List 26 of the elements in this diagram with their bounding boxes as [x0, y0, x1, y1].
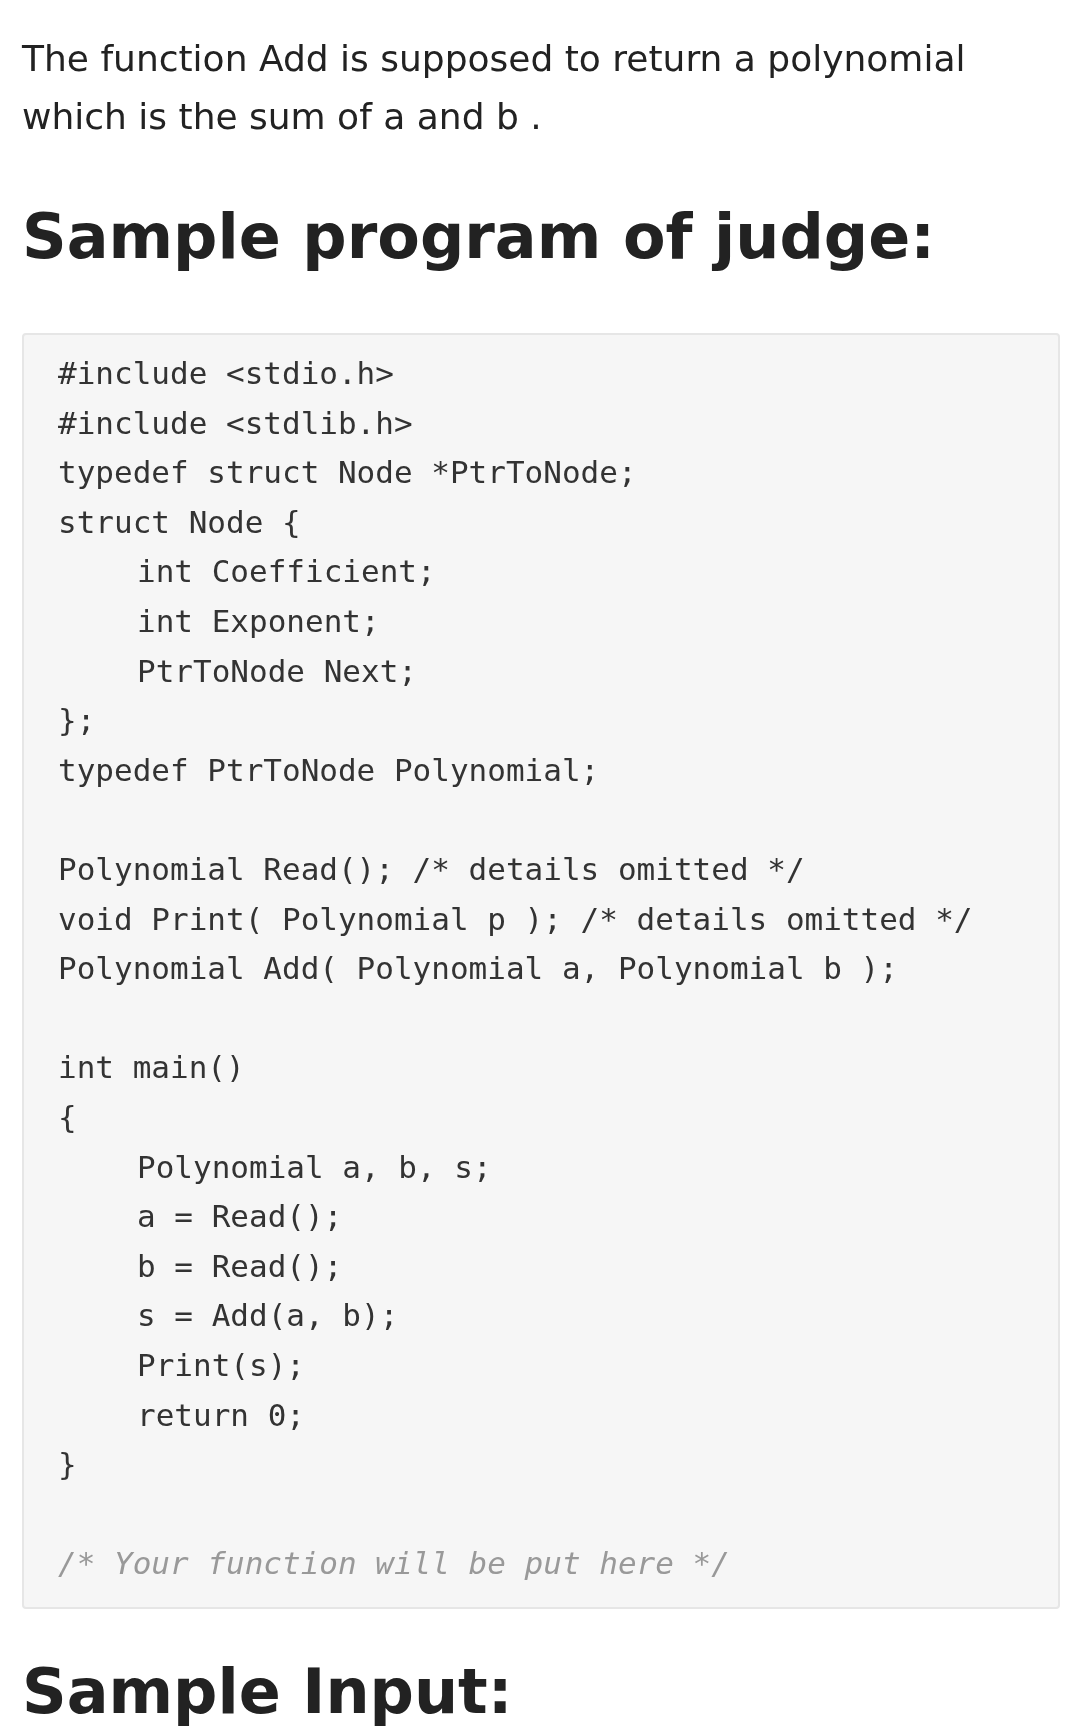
code-line: a = Read();: [137, 1197, 343, 1237]
code-line: #include <stdio.h>: [58, 354, 394, 393]
code-block-panel: [22, 333, 1060, 1609]
code-line: typedef PtrToNode Polynomial;: [58, 750, 600, 790]
code-line: s = Add(a, b);: [137, 1296, 399, 1336]
code-line: typedef struct Node *PtrToNode;: [58, 453, 637, 493]
code-line: Polynomial Add( Polynomial a, Polynomial b );: [58, 949, 898, 989]
code-line: PtrToNode Next;: [137, 651, 417, 691]
code-line: void Print( Polynomial p ); /* details omitted */: [58, 899, 973, 939]
code-line: b = Read();: [137, 1246, 343, 1286]
code-line: Polynomial Read(); /* details omitted */: [58, 850, 805, 889]
code-line: #include <stdlib.h>: [58, 403, 413, 443]
code-line: {: [58, 1098, 77, 1137]
section-heading: Sample program of judge:: [22, 200, 936, 273]
code-line: return 0;: [137, 1395, 305, 1435]
code-line: int Coefficient;: [137, 552, 436, 592]
code-line: Print(s);: [137, 1346, 305, 1385]
code-line: int Exponent;: [137, 602, 380, 641]
code-comment: /* Your function will be put here */: [58, 1544, 730, 1584]
code-line: Polynomial a, b, s;: [137, 1147, 492, 1187]
intro-paragraph: The function Add is supposed to return a polynomial which is the sum of a and b .: [22, 37, 967, 139]
code-line: };: [58, 701, 96, 741]
code-line: int main(): [58, 1048, 245, 1088]
code-line: }: [58, 1445, 77, 1485]
section-heading: Sample Input:: [22, 1655, 513, 1728]
code-line: struct Node {: [58, 502, 301, 542]
